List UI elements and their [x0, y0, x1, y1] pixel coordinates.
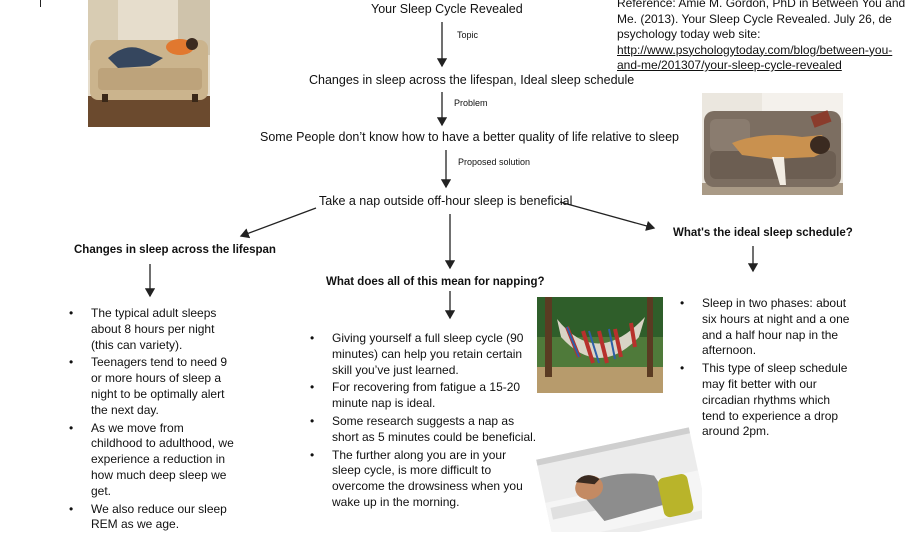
left-heading: Changes in sleep across the lifespan: [74, 244, 276, 256]
photo-dog-on-couch: [702, 93, 843, 195]
reference-line-3: psychology today web site:: [617, 27, 761, 41]
reference-link-2[interactable]: and-me/201307/your-sleep-cycle-revealed: [617, 58, 842, 72]
list-item: Giving yourself a full sleep cycle (90 m…: [310, 331, 538, 378]
arrow-solution-left: [239, 207, 317, 239]
middle-bullet-list: Giving yourself a full sleep cycle (90 m…: [310, 331, 538, 513]
label-proposed-solution: Proposed solution: [458, 157, 531, 167]
list-item: Teenagers tend to need 9 or more hours o…: [69, 355, 235, 418]
label-problem: Problem: [454, 98, 488, 108]
list-item: As we move from childhood to adulthood, …: [69, 421, 235, 500]
reference: Reference: Amie M. Gordon, PhD in Betwee…: [617, 0, 917, 74]
list-item: For recovering from fatigue a 15-20 minu…: [310, 380, 538, 412]
topic-text: Changes in sleep across the lifespan, Id…: [309, 73, 635, 87]
arrow-solution-right: [559, 201, 656, 231]
list-item: We also reduce our sleep REM as we age.: [69, 502, 235, 534]
photo-woman-on-sofa: [88, 0, 210, 127]
list-item: This type of sleep schedule may fit bett…: [680, 361, 856, 440]
reference-line-2: Me. (2013). Your Sleep Cycle Revealed. J…: [617, 11, 892, 26]
reference-line-1: Reference: Amie M. Gordon, PhD in Betwee…: [617, 0, 906, 10]
left-bullet-list: The typical adult sleeps about 8 hours p…: [69, 306, 235, 535]
list-item: The typical adult sleeps about 8 hours p…: [69, 306, 235, 353]
margin-tick: [40, 0, 41, 7]
right-heading: What's the ideal sleep schedule?: [673, 227, 853, 239]
list-item: The further along you are in your sleep …: [310, 448, 538, 511]
problem-text: Some People don’t know how to have a bet…: [260, 130, 680, 144]
photo-hammock: [537, 297, 663, 393]
label-topic: Topic: [457, 30, 479, 40]
list-item: Some research suggests a nap as short as…: [310, 414, 538, 446]
right-bullet-list: Sleep in two phases: about six hours at …: [680, 296, 856, 442]
page-title: Your Sleep Cycle Revealed: [371, 2, 523, 16]
photo-man-asleep-at-desk: [536, 427, 702, 532]
list-item: Sleep in two phases: about six hours at …: [680, 296, 856, 359]
reference-link-1[interactable]: http://www.psychologytoday.com/blog/betw…: [617, 42, 893, 57]
solution-text: Take a nap outside off-hour sleep is ben…: [319, 194, 573, 208]
middle-heading: What does all of this mean for napping?: [326, 276, 545, 288]
